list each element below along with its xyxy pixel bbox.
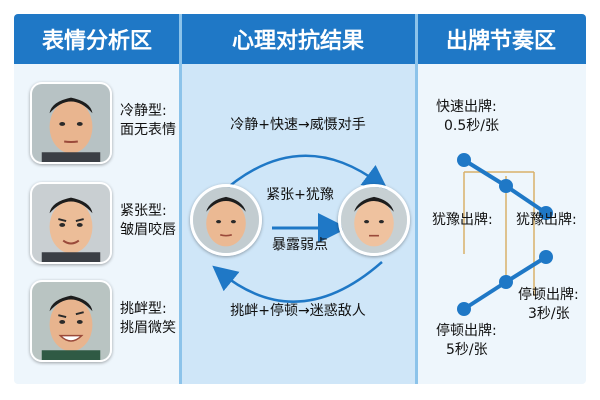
expression-provocative-type: 挑衅型: [120,301,167,317]
face-nervous-photo [30,182,112,264]
header-expression-analysis: 表情分析区 [14,14,180,64]
strategy-calm-fast: 冷静+快速→威慑对手 [230,117,366,133]
header-psych-result: 心理对抗结果 [180,14,416,64]
rhythm-fast-value: 0.5秒/张 [444,118,499,134]
rhythm-hesitate-left: 犹豫出牌: [432,212,493,228]
rhythm-dot-pause [457,302,471,316]
expression-calm-type: 冷静型: [120,103,167,119]
rhythm-dot-fast [457,153,471,167]
rhythm-dot [539,206,553,220]
strategy-nervous-hesitant: 紧张+犹豫 [266,187,334,203]
arrow-bottom-curve [212,261,383,303]
rhythm-pause-right-value: 3秒/张 [528,306,570,322]
expression-nervous-type: 紧张型: [120,203,167,219]
expression-nervous-desc: 皱眉咬唇 [120,222,176,238]
strategy-provoke-pause: 挑衅+停顿→迷惑敌人 [230,303,366,319]
rhythm-pause-left-value: 5秒/张 [446,342,488,358]
rhythm-line [462,280,508,311]
expression-calm-desc: 面无表情 [120,122,176,138]
face-opponent-right [338,184,410,256]
rhythm-dot [499,179,513,193]
face-provocative-photo [30,280,112,362]
column-divider [179,14,182,384]
face-calm-photo [30,82,112,164]
rhythm-dot [539,250,553,264]
strategy-expose-weakness: 暴露弱点 [272,237,328,253]
rhythm-pause-left-title: 停顿出牌: [436,323,497,339]
cycle-arrows [212,154,388,303]
expression-provocative-desc: 挑眉微笑 [120,320,176,336]
infographic: 表情分析区 心理对抗结果 出牌节奏区 冷静型: 面无表情 紧张型: 皱眉咬唇 挑… [14,14,586,384]
rhythm-dot [499,275,513,289]
rhythm-pause-right-title: 停顿出牌: [518,287,579,303]
header-card-rhythm: 出牌节奏区 [416,14,586,64]
rhythm-line [504,255,548,284]
column-divider [415,14,418,384]
arrow-top-curve [217,154,388,197]
face-opponent-left [190,184,262,256]
rhythm-hesitate-right: 犹豫出牌: [516,212,577,228]
rhythm-fast-title: 快速出牌: [436,99,497,115]
